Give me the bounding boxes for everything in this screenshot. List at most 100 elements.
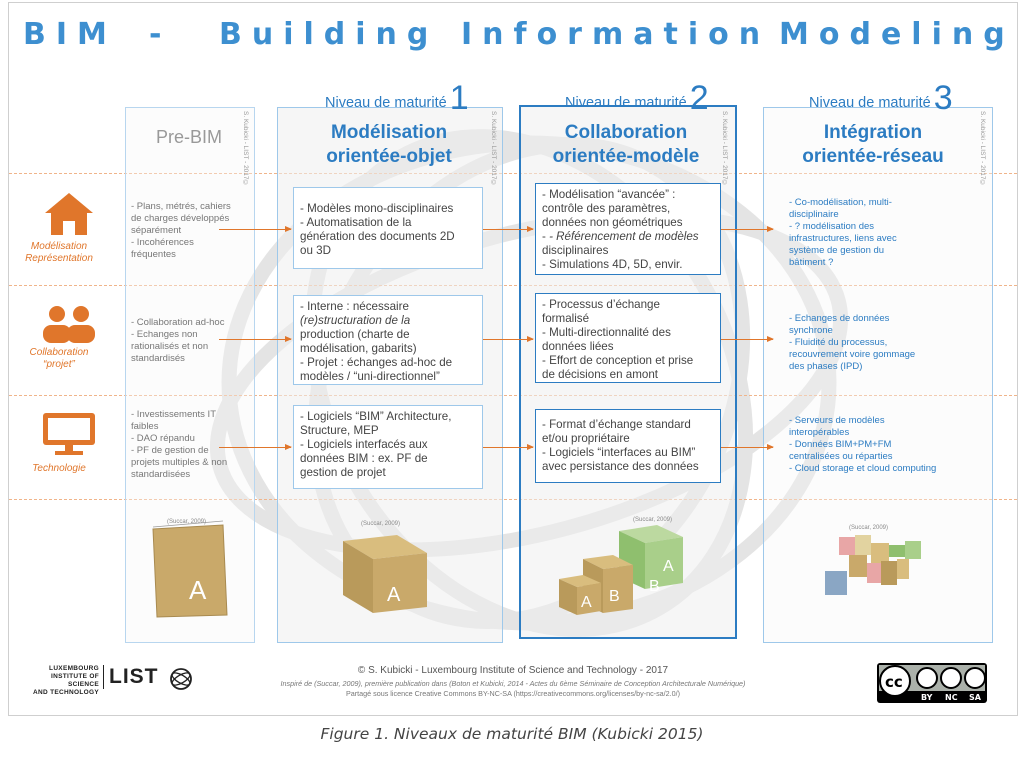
text-line: et/ou propriétaire	[542, 432, 630, 445]
level-3-text: - Serveurs de modèles interopérables - D…	[789, 415, 977, 475]
flow-arrow	[219, 444, 292, 450]
text-line: gestion de projet	[300, 466, 386, 479]
text-line: système de gestion du	[789, 245, 885, 256]
succar-label: (Succar, 2009)	[167, 519, 206, 525]
text-line: centralisées ou réparties	[789, 451, 893, 462]
level-3-network-blocks-illustration: (Succar, 2009)	[825, 525, 921, 595]
logo-divider	[103, 665, 104, 689]
text-line: production (charte de	[300, 328, 410, 341]
text-line: données BIM : ex. PF de	[300, 452, 428, 465]
monitor-icon	[43, 413, 95, 455]
row-label-collaboration: Collaboration “projet”	[13, 347, 105, 371]
row-label-line: Collaboration	[29, 347, 89, 358]
title-word: BIM	[23, 17, 117, 52]
row-separator	[9, 395, 1017, 396]
title-word: Information	[461, 17, 771, 52]
vertical-credit: S. Kubicki - LIST - 2017©	[242, 111, 249, 187]
italic-text: (re)structuration de la	[300, 314, 411, 327]
level-1-box: - Modèles mono-disciplinaires - Automati…	[293, 187, 483, 269]
footer-inspiration: Inspiré de (Succar, 2009), première publ…	[280, 679, 746, 688]
house-icon	[45, 193, 93, 235]
text-line: - - Référencement de modèles	[542, 230, 699, 243]
text-line: ou 3D	[300, 244, 331, 257]
flow-arrow	[219, 226, 292, 232]
text-line: avec persistance des données	[542, 460, 699, 473]
row-label-line: Technologie	[32, 463, 86, 474]
maturity-label-1: Niveau de maturité1	[325, 79, 469, 118]
text-line: infrastructures, liens avec	[789, 233, 897, 244]
letter-a: A	[387, 584, 401, 606]
text-line: recouvrement voire gommage	[789, 349, 916, 360]
text-line: (re)structuration de la	[300, 314, 476, 328]
text-line: génération des documents 2D	[300, 230, 455, 243]
row-label-line: “projet”	[43, 359, 75, 370]
maturity-number: 1	[449, 79, 469, 117]
row-label-line: Modélisation	[30, 241, 88, 252]
succar-label: (Succar, 2009)	[849, 525, 888, 531]
letter-a: A	[189, 575, 207, 605]
text-line: projets multiples & non	[131, 457, 228, 468]
level-2-cubes-illustration: (Succar, 2009) A B B A	[559, 517, 683, 615]
text-line: faibles	[131, 421, 159, 432]
vertical-credit: S. Kubicki - LIST - 2017©	[490, 111, 497, 187]
text-line: formalisé	[542, 312, 590, 325]
text-line: bâtiment ?	[789, 257, 834, 268]
pre-bim-text: - Collaboration ad-hoc - Echanges non ra…	[131, 317, 251, 365]
text-line: - Multi-directionnalité des	[542, 326, 671, 339]
globe-logo-icon	[170, 668, 192, 690]
row-separator	[9, 173, 1017, 174]
maturity-label-2: Niveau de maturité2	[565, 79, 709, 118]
flow-arrow	[483, 444, 534, 450]
text-line: - Serveurs de modèles	[789, 415, 885, 426]
text-line: de charges développés	[131, 213, 230, 224]
text-line: Structure, MEP	[300, 424, 379, 437]
list-logo: LIST	[109, 665, 159, 688]
flow-arrow	[483, 336, 534, 342]
text-line: - Investissements IT	[131, 409, 216, 420]
text-line: - Cloud storage et cloud computing	[789, 463, 937, 474]
text-line: - Processus d’échange	[542, 298, 660, 311]
text-line: standardisées	[131, 469, 191, 480]
maturity-text: Niveau de maturité	[325, 95, 447, 111]
level-1-cube-illustration: (Succar, 2009) A	[343, 521, 427, 613]
pre-bim-flat-drawing-illustration: (Succar, 2009) A	[152, 519, 228, 618]
maturity-number: 2	[689, 79, 709, 117]
cc-sa-label: SA	[969, 693, 982, 702]
level-3-text: - Co-modélisation, multi- disciplinaire …	[789, 197, 977, 269]
creative-commons-badge-icon: cc BY NC SA	[877, 663, 987, 703]
text-line: contrôle des paramètres,	[542, 202, 671, 215]
text-line: - Echanges non	[131, 329, 198, 340]
vertical-credit: S. Kubicki - LIST - 2017©	[979, 111, 986, 187]
text-line: de décisions en amont	[542, 368, 659, 381]
title-word: Building	[219, 17, 439, 52]
cc-nc-label: NC	[945, 693, 958, 702]
text-line: - Echanges de données	[789, 313, 890, 324]
text-line: - DAO répandu	[131, 433, 195, 444]
flow-arrow	[219, 336, 292, 342]
text-line: - Automatisation de la	[300, 216, 412, 229]
text-line: données non géométriques	[542, 216, 683, 229]
column-title-2: Collaboration orientée-modèle	[521, 121, 731, 169]
level-2-box: - Processus d’échange formalisé - Multi-…	[535, 293, 721, 383]
text-line: modèles / “uni-directionnel”	[300, 370, 440, 383]
text-line: interopérables	[789, 427, 850, 438]
column-title-line: Intégration	[823, 122, 923, 143]
text-line: - Modélisation “avancée” :	[542, 188, 676, 201]
level-2-box: - Format d’échange standard et/ou propri…	[535, 409, 721, 483]
text-line: - Logiciels “BIM” Architecture,	[300, 410, 452, 423]
row-label-technologie: Technologie	[13, 463, 105, 475]
column-title-line: orientée-réseau	[802, 146, 944, 167]
footer-copyright: © S. Kubicki - Luxembourg Institute of S…	[357, 665, 669, 676]
flow-arrow	[721, 226, 774, 232]
maturity-text: Niveau de maturité	[565, 95, 687, 111]
column-title-line: orientée-modèle	[552, 146, 700, 167]
row-label-modelisation: Modélisation Représentation	[13, 241, 105, 265]
text-line: - PF de gestion de	[131, 445, 209, 456]
succar-label: (Succar, 2009)	[361, 521, 400, 527]
column-title-line: Collaboration	[564, 122, 688, 143]
level-1-box: - Logiciels “BIM” Architecture, Structur…	[293, 405, 483, 489]
maturity-label-3: Niveau de maturité3	[809, 79, 953, 118]
text-line: fréquentes	[131, 249, 176, 260]
cc-by-label: BY	[921, 693, 933, 702]
letter-a: A	[663, 558, 674, 575]
